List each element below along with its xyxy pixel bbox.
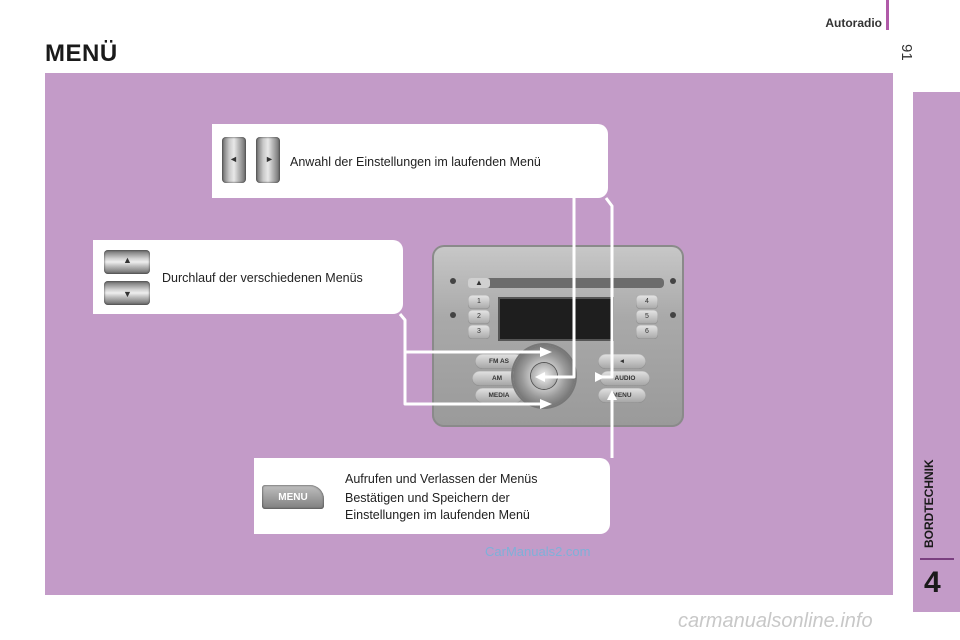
header-accent-bar (886, 0, 889, 30)
preset-button-6: 6 (636, 325, 658, 339)
preset-button-3: 3 (468, 325, 490, 339)
preset-button-1: 1 (468, 295, 490, 309)
rotary-knob-down-icon: ▼ (104, 281, 150, 305)
rotary-knob-right-icon: ► (256, 137, 280, 183)
radio-screw (670, 312, 676, 318)
watermark-bottom: carmanualsonline.info (678, 610, 873, 632)
radio-screw (450, 278, 456, 284)
arrow-left-icon (535, 372, 545, 382)
connector-select-left (545, 198, 576, 379)
chapter-side-tab (913, 92, 960, 612)
section-label: Autoradio (825, 16, 882, 30)
arrow-down-icon (540, 399, 552, 409)
connector-scroll-down (403, 352, 540, 406)
fm-key: FM AS (475, 354, 523, 369)
connector-scroll-up (398, 313, 540, 354)
am-key: AM (472, 371, 522, 386)
back-key: ◄ (598, 354, 646, 369)
preset-button-5: 5 (636, 310, 658, 324)
page-title: MENÜ (45, 40, 118, 67)
arrow-up-icon (540, 347, 552, 357)
arrow-menu-icon (607, 390, 617, 400)
rotary-knob-left-icon: ◄ (222, 137, 246, 183)
eject-icon: ▲ (468, 278, 490, 288)
callout-text-scroll-menus: Durchlauf der verschiedenen Menüs (162, 271, 363, 285)
connector-select-right (595, 197, 614, 379)
radio-screw (670, 278, 676, 284)
media-key: MEDIA (475, 388, 523, 403)
callout-text-menu-confirm: Bestätigen und Speichern der Einstellung… (345, 491, 530, 522)
preset-button-4: 4 (636, 295, 658, 309)
callout-text-select-settings: Anwahl der Einstellungen im laufenden Me… (290, 155, 541, 169)
watermark-upper: CarManuals2.com (485, 544, 591, 559)
menu-key-icon: MENU (262, 485, 324, 509)
cd-slot (468, 278, 664, 288)
radio-display (498, 297, 614, 341)
chapter-number: 4 (924, 566, 941, 599)
radio-screw (450, 312, 456, 318)
rotary-knob-up-icon: ▲ (104, 250, 150, 274)
preset-button-2: 2 (468, 310, 490, 324)
arrow-right-icon (595, 372, 605, 382)
callout-text-menu-open-close: Aufrufen und Verlassen der Menüs (345, 472, 538, 486)
chapter-divider (920, 558, 954, 560)
